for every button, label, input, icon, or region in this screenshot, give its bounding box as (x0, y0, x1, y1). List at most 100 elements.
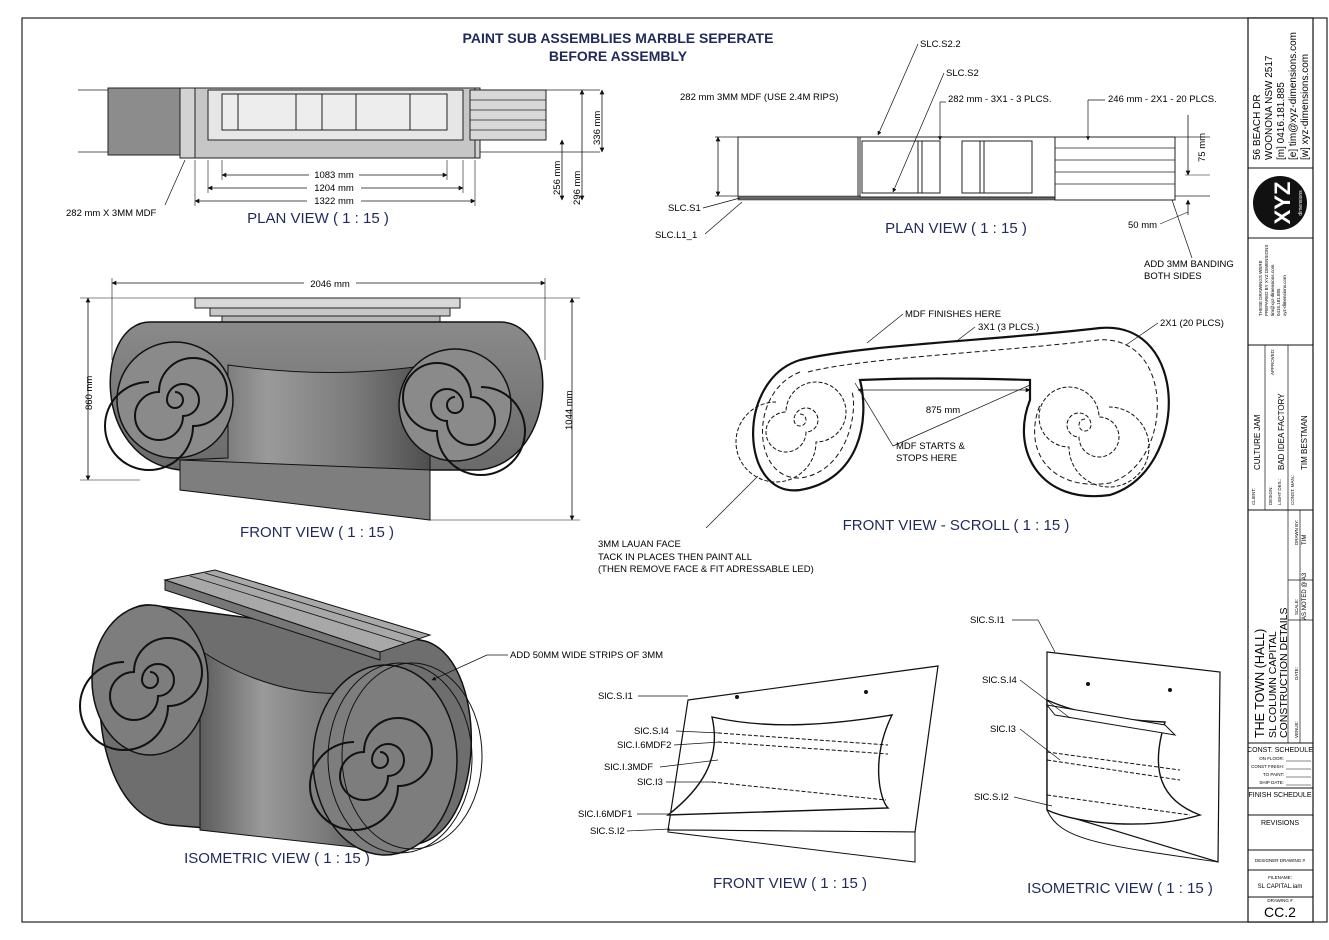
note-mdf-starts-2: STOPS HERE (896, 453, 957, 464)
dim-50: 50 mm (1128, 220, 1157, 231)
part-front-2: SlC.I.6MDF2 (617, 740, 671, 751)
xyz-logo: XYZ dimensions (1253, 176, 1307, 230)
note-mdf-starts-1: MDF STARTS & (896, 441, 965, 452)
note-3x1: 3X1 (3 PLCS.) (978, 322, 1039, 333)
drawing-number: CC.2 (1264, 904, 1296, 920)
drawn-value: TIM (1302, 535, 1308, 545)
plan-view-left: 1083 mm 1204 mm 1322 mm 256 mm 296 mm 33… (66, 87, 605, 227)
front-view-bottom: SlC.S.I1 SlC.S.I4 SlC.I.6MDF2 SlC.I.3MDF… (578, 665, 939, 892)
front-view-scroll: 875 mm MDF FINISHES HERE 3X1 (3 PLCS.) 2… (598, 309, 1224, 575)
scale-value: AS NOTED @ A3 (1302, 572, 1308, 620)
approved-label: APPROVED: (1270, 349, 1275, 375)
part-front-1: SlC.S.I4 (634, 726, 669, 737)
title-line-3: CONSTRUCTION DETAILS (1278, 608, 1290, 738)
const-finish: CONST FINISH: (1251, 764, 1284, 769)
design-label: DESIGN: (1268, 486, 1273, 505)
logo-text: XYZ (1270, 182, 1295, 225)
front-view-left: 2046 mm 860 mm 1044 mm FRONT VIEW ( 1 : … (80, 277, 580, 541)
note-3x1-3plcs: 282 mm - 3X1 - 3 PLCS. (948, 94, 1051, 105)
const-value: TIM BESTMAN (1300, 415, 1309, 470)
part-front-4: SlC.I3 (637, 777, 663, 788)
title-line-2: SL COLUMN CAPITAL (1267, 631, 1279, 738)
label-isometric-view-right: ISOMETRIC VIEW ( 1 : 15 ) (1027, 880, 1213, 897)
client-value: CULTURE JAM (1253, 414, 1262, 470)
address-line-0: 56 BEACH DR (1252, 94, 1263, 160)
venue-label: VENUE: (1294, 721, 1299, 738)
part-iso-2: SlC.I3 (990, 724, 1016, 735)
note-lauan-3: (THEN REMOVE FACE & FIT ADRESSABLE LED) (598, 564, 814, 575)
part-front-6: SlC.S.I2 (590, 826, 625, 837)
logo-subtext: dimensions (1298, 190, 1304, 216)
copyright-1: PREPARED BY XYZ DIMENSIONS (1264, 245, 1269, 316)
note-mdf-rips: 282 mm 3MM MDF (USE 2.4M RIPS) (680, 92, 838, 103)
note-slc-s1: SLC.S1 (668, 203, 701, 214)
sheet-border (21, 17, 1328, 923)
drawing-label: DRAWING # (1267, 898, 1293, 903)
label-plan-view-left: PLAN VIEW ( 1 : 15 ) (247, 210, 389, 227)
const-schedule: CONST. SCHEDULE (1247, 747, 1313, 754)
copyright-3: 0416.181.885 (1276, 288, 1281, 316)
note-slc-l1: SLC.L1_1 (655, 230, 697, 241)
label-front-view-scroll: FRONT VIEW - SCROLL ( 1 : 15 ) (843, 517, 1070, 534)
dim-2046: 2046 mm (310, 279, 350, 290)
revisions: REVISIONS (1261, 820, 1299, 827)
label-isometric-view-left: ISOMETRIC VIEW ( 1 : 15 ) (184, 850, 370, 867)
isometric-view-left: ADD 50MM WIDE STRIPS OF 3MM ISOMETRIC VI… (79, 569, 663, 867)
light-value: BAD IDEA FACTORY (1277, 393, 1286, 470)
plan-view-right: 75 mm 50 mm SLC.S2.2 SLC.S2 282 mm 3MM M… (655, 39, 1234, 282)
header-line-2: BEFORE ASSEMBLY (549, 48, 688, 64)
dim-296: 296 mm (572, 171, 583, 205)
scale-label: SCALE: (1294, 599, 1299, 615)
address-line-4: [w] xyz-dimensions.com (1300, 54, 1311, 160)
dim-256: 256 mm (552, 161, 563, 195)
address-line-3: [e] tim@xyz-dimensions.com (1288, 32, 1299, 160)
dim-860: 860 mm (84, 376, 95, 410)
note-banding-1: ADD 3MM BANDING (1144, 259, 1234, 270)
part-front-5: SlC.I.6MDF1 (578, 809, 632, 820)
dim-75: 75 mm (1197, 133, 1208, 162)
copyright-2: tim@xyz-dimensions.com (1270, 264, 1275, 316)
drawn-label: DRAWN BY: (1294, 520, 1299, 545)
note-slc-s2-2: SLC.S2.2 (920, 39, 961, 50)
title-block: 56 BEACH DR WOONONA NSW 2517 [m] 0416.18… (1247, 17, 1314, 923)
client-label: CLIENT: (1251, 488, 1256, 505)
designer-drawing: DESIGNER DRAWING # (1255, 858, 1306, 863)
copyright-4: xyz-dimensions.com (1282, 275, 1287, 316)
part-iso-3: SlC.S.I2 (974, 792, 1009, 803)
ship-date: SHIP DATE: (1259, 780, 1284, 785)
dim-1204: 1204 mm (314, 183, 354, 194)
part-front-0: SlC.S.I1 (598, 691, 633, 702)
label-plan-view-right: PLAN VIEW ( 1 : 15 ) (885, 220, 1027, 237)
note-lauan-1: 3MM LAUAN FACE (598, 539, 681, 550)
label-front-view-left: FRONT VIEW ( 1 : 15 ) (240, 524, 394, 541)
part-iso-1: SlC.S.I4 (982, 675, 1017, 686)
dim-336: 336 mm (592, 111, 603, 145)
const-label: CONST. MAN.: (1290, 475, 1295, 505)
note-lauan-2: TACK IN PLACES THEN PAINT ALL (598, 552, 752, 563)
dim-1044: 1044 mm (564, 390, 575, 430)
title-line-1: THE TOWN (HALL) (1253, 629, 1267, 738)
note-282x3mdf: 282 mm X 3MM MDF (66, 208, 156, 219)
dim-875: 875 mm (926, 405, 960, 416)
address-line-1: WOONONA NSW 2517 (1264, 55, 1275, 160)
note-2x1-20plcs: 246 mm - 2X1 - 20 PLCS. (1108, 94, 1217, 105)
isometric-view-right: SlC.S.I1 SlC.S.I4 SlC.I3 SlC.S.I2 ISOMET… (970, 615, 1221, 897)
part-front-3: SlC.I.3MDF (604, 762, 653, 773)
copyright-0: THESE DRAWINGS WERE (1258, 260, 1263, 316)
note-banding-2: BOTH SIDES (1144, 271, 1202, 282)
finish-schedule: FINISH SCHEDULE (1248, 792, 1311, 799)
date-label: DATE: (1294, 667, 1299, 680)
filename-label: FILENAME: (1268, 875, 1292, 880)
note-mdf-finishes: MDF FINISHES HERE (905, 309, 1001, 320)
filename-value: SL CAPITAL.iam (1258, 884, 1303, 890)
label-front-view-bottom: FRONT VIEW ( 1 : 15 ) (713, 875, 867, 892)
to-paint: TO PAINT: (1263, 772, 1284, 777)
part-iso-0: SlC.S.I1 (970, 615, 1005, 626)
on-floor: ON FLOOR: (1259, 756, 1284, 761)
address-line-2: [m] 0416.181.885 (1276, 82, 1287, 160)
light-label: LIGHT DES.: (1277, 479, 1282, 505)
header-line-1: PAINT SUB ASSEMBLIES MARBLE SEPERATE (463, 30, 774, 46)
dim-1083: 1083 mm (314, 170, 354, 181)
note-slc-s2: SLC.S2 (946, 68, 979, 79)
